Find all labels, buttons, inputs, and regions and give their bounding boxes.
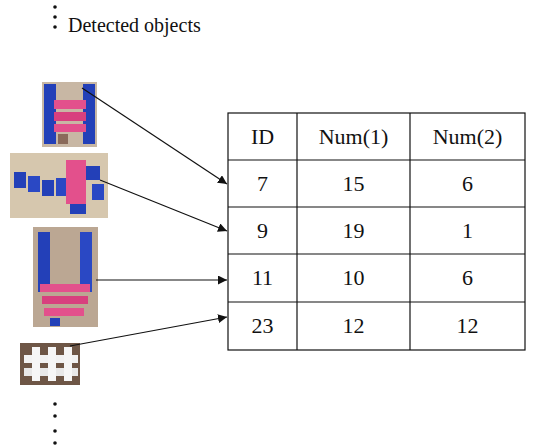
hand: [58, 134, 68, 144]
blue-block: [80, 232, 92, 292]
photo-ground: [20, 343, 80, 385]
grid-line: [228, 253, 525, 254]
pointer-arrow: [100, 180, 227, 231]
blue-block: [86, 166, 100, 180]
blue-block: [70, 204, 86, 214]
table-cell: 6: [411, 161, 524, 206]
grid-line: [228, 159, 525, 160]
blue-block: [14, 172, 26, 188]
grid-line: [228, 301, 525, 302]
blue-block: [50, 318, 60, 326]
pink-block: [66, 160, 86, 204]
photo-ground: [33, 227, 98, 327]
dot: [53, 5, 57, 9]
ellipsis-dots: [53, 5, 57, 29]
white-block: [64, 347, 72, 381]
table-cell: 1: [411, 208, 524, 253]
dot: [53, 402, 57, 406]
dot: [53, 15, 57, 19]
table-cell: 12: [298, 303, 409, 349]
pink-block: [42, 296, 88, 304]
table-cell: 6: [411, 255, 524, 301]
pointer-arrow: [70, 317, 227, 346]
table-cell: 19: [298, 208, 409, 253]
object-thumbnail: [20, 343, 80, 385]
table-cell: 10: [298, 255, 409, 301]
table-cell: 12: [411, 303, 524, 349]
table-grid: [228, 113, 525, 350]
pink-block: [54, 124, 86, 132]
pink-block: [54, 112, 86, 121]
table-cell: 7: [229, 161, 296, 206]
pointer-arrow: [96, 279, 227, 280]
column-header: Num(1): [298, 114, 409, 159]
dot: [53, 25, 57, 29]
pink-block: [44, 308, 84, 316]
blue-block: [56, 178, 66, 196]
table-cell: 15: [298, 161, 409, 206]
blue-block: [38, 232, 50, 292]
column-header: Num(2): [411, 114, 524, 159]
grid-line: [409, 113, 410, 350]
blue-block: [28, 176, 40, 192]
dot: [53, 441, 57, 445]
blue-block: [42, 180, 54, 196]
ellipsis-dots: [53, 402, 57, 445]
grid-line: [296, 113, 297, 350]
pink-block: [54, 100, 86, 109]
grid-line: [228, 206, 525, 207]
table-cell: 23: [229, 303, 296, 349]
white-block: [32, 347, 40, 381]
table-border: [228, 113, 525, 350]
table-cell: 11: [229, 255, 296, 301]
dot: [53, 429, 57, 433]
white-block: [48, 347, 56, 381]
table-cell: 9: [229, 208, 296, 253]
section-label: Detected objects: [68, 14, 201, 37]
dot: [53, 414, 57, 418]
pink-block: [40, 284, 90, 292]
pointer-arrows: [70, 88, 227, 346]
object-thumbnail: [33, 227, 98, 327]
column-header: ID: [229, 114, 296, 159]
pointer-arrow: [82, 88, 227, 184]
object-thumbnail: [10, 153, 108, 218]
photo-ground: [10, 153, 108, 218]
blue-block: [92, 184, 104, 200]
